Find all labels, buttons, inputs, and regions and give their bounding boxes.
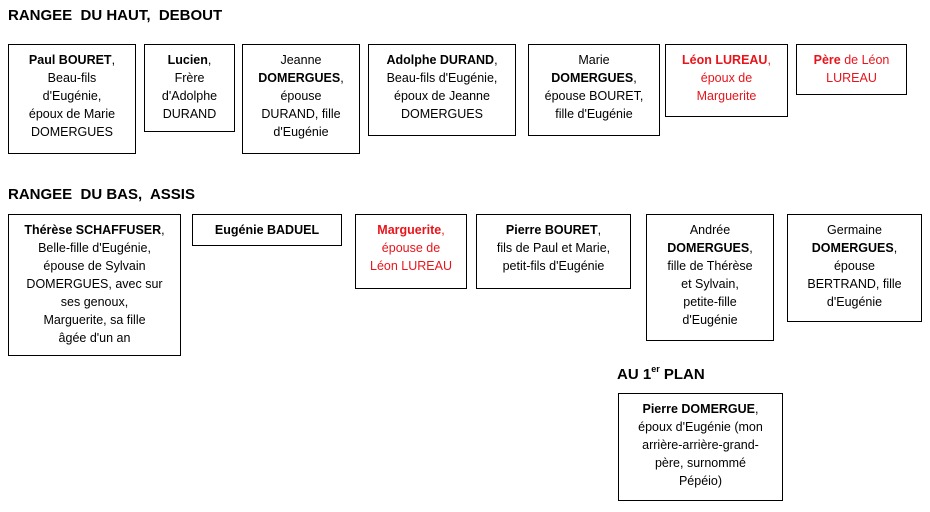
person-name: DOMERGUES — [811, 241, 894, 255]
person-description: , époux de Marguerite — [696, 53, 771, 103]
person-first-name: Marie — [578, 53, 610, 67]
person-box-adolphe-durand: Adolphe DURAND, Beau-fils d'Eugénie, épo… — [368, 44, 516, 136]
person-box-therese-schaffuser: Thérèse SCHAFFUSER, Belle-fille d'Eugéni… — [8, 214, 181, 356]
person-description: , fille de Thérèse et Sylvain, petite-fi… — [667, 241, 753, 327]
person-description: de Léon LUREAU — [826, 53, 890, 85]
person-box-leon-lureau: Léon LUREAU, époux de Marguerite — [665, 44, 788, 117]
person-first-name: Jeanne — [280, 53, 322, 67]
person-name: Père — [813, 53, 841, 67]
person-name: Adolphe DURAND — [386, 53, 495, 67]
person-name: Léon LUREAU — [682, 53, 768, 67]
person-first-name: Andrée — [689, 223, 731, 237]
person-name: Pierre BOURET — [505, 223, 598, 237]
top-row-heading: RANGEE DU HAUT, DEBOUT — [8, 7, 223, 24]
person-name: Lucien — [167, 53, 208, 67]
person-description: , époux d'Eugénie (mon arrière-arrière-g… — [638, 402, 763, 488]
bottom-row-heading: RANGEE DU BAS, ASSIS — [8, 186, 195, 203]
person-name: Paul BOURET — [28, 53, 112, 67]
person-name: Thérèse SCHAFFUSER — [24, 223, 162, 237]
person-description: , Frère d'Adolphe DURAND — [161, 53, 218, 121]
person-box-pierre-domergue: Pierre DOMERGUE, époux d'Eugénie (mon ar… — [618, 393, 783, 501]
foreground-heading: AU 1er PLAN — [617, 364, 705, 384]
person-first-name: Germaine — [827, 223, 882, 237]
person-name: DOMERGUES — [258, 71, 341, 85]
person-name: Marguerite — [377, 223, 442, 237]
person-name: Eugénie BADUEL — [214, 223, 320, 237]
person-description: , Beau-fils d'Eugénie, époux de Jeanne D… — [386, 53, 498, 121]
person-name: Pierre DOMERGUE — [642, 402, 756, 416]
person-description: , épouse DURAND, fille d'Eugénie — [261, 71, 344, 139]
person-description: , Beau-fils d'Eugénie, époux de Marie DO… — [28, 53, 116, 139]
person-box-pierre-bouret: Pierre BOURET, fils de Paul et Marie, pe… — [476, 214, 631, 289]
person-description: , épouse BERTRAND, fille d'Eugénie — [807, 241, 902, 309]
person-box-lucien: Lucien, Frère d'Adolphe DURAND — [144, 44, 235, 132]
person-description: , Belle-fille d'Eugénie, épouse de Sylva… — [26, 223, 165, 345]
person-box-pere-leon-lureau: Père de Léon LUREAU — [796, 44, 907, 95]
person-name: DOMERGUES — [551, 71, 634, 85]
person-box-paul-bouret: Paul BOURET, Beau-fils d'Eugénie, époux … — [8, 44, 136, 154]
person-description: , épouse BOURET, fille d'Eugénie — [544, 71, 644, 121]
person-description: , épouse de Léon LUREAU — [370, 223, 452, 273]
person-box-marguerite: Marguerite, épouse de Léon LUREAU — [355, 214, 467, 289]
person-description: , fils de Paul et Marie, petit-fils d'Eu… — [496, 223, 611, 273]
person-name: DOMERGUES — [667, 241, 750, 255]
person-box-eugenie-baduel: Eugénie BADUEL — [192, 214, 342, 246]
